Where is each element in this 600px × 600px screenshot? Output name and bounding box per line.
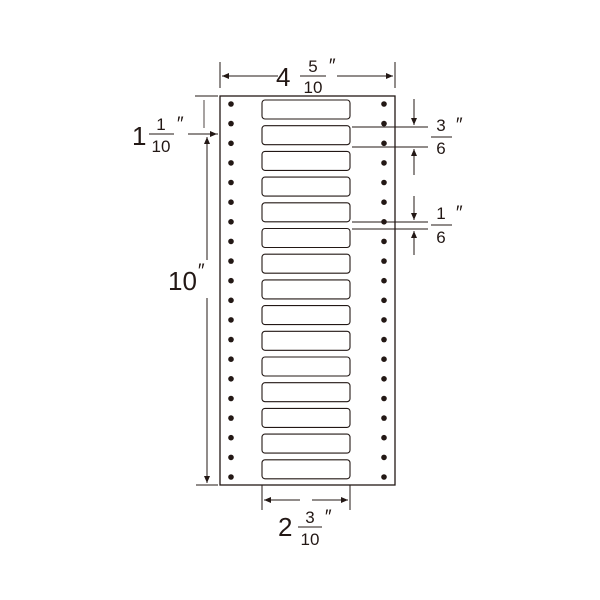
label-width-dimension (261, 485, 351, 510)
label-width-denominator: 10 (301, 530, 320, 549)
total-width-label: 4 5 10 ″ (276, 56, 336, 97)
right-hole-18 (381, 434, 387, 441)
label-14 (261, 433, 351, 454)
label-8 (261, 279, 351, 300)
total-width-numerator: 5 (308, 57, 317, 76)
right-hole-8 (381, 238, 387, 245)
left-hole-16 (228, 395, 234, 402)
total-width-dimension (219, 62, 396, 88)
right-hole-6 (381, 199, 387, 205)
left-hole-18 (228, 434, 234, 441)
right-hole-16 (381, 395, 387, 402)
left-hole-7 (228, 219, 234, 225)
left-hole-10 (228, 277, 234, 284)
label-gap-numerator: 1 (436, 204, 445, 223)
total-width-denominator: 10 (304, 78, 323, 97)
label-width-label: 2 3 10 ″ (278, 507, 332, 549)
left-hole-13 (228, 336, 234, 343)
label-11 (261, 356, 351, 377)
label-10 (261, 330, 351, 351)
left-hole-20 (228, 474, 234, 480)
label-gap-dimension (352, 196, 428, 255)
label-strip (261, 99, 351, 480)
label-13 (261, 407, 351, 428)
label-width-whole: 2 (278, 512, 292, 542)
label-5 (261, 202, 351, 223)
label-15 (261, 459, 351, 480)
right-hole-12 (381, 317, 387, 323)
label-width-inch-mark: ″ (324, 507, 332, 528)
label-pitch-numerator: 3 (436, 116, 445, 135)
label-3 (261, 150, 351, 171)
label-width-numerator: 3 (305, 508, 314, 527)
label-pitch-denominator: 6 (436, 139, 445, 158)
left-hole-5 (228, 179, 234, 186)
right-hole-5 (381, 179, 387, 186)
left-hole-4 (228, 160, 234, 166)
top-margin-inch-mark: ″ (176, 114, 184, 135)
total-width-whole: 4 (276, 62, 290, 92)
top-margin-dimension (188, 95, 218, 137)
sheet-outline (219, 95, 396, 486)
label-12 (261, 382, 351, 403)
total-height-inch-mark: ″ (197, 261, 205, 282)
right-hole-10 (381, 277, 387, 284)
total-height-whole: 10 (168, 266, 197, 296)
right-hole-14 (381, 356, 387, 363)
left-hole-6 (228, 199, 234, 205)
label-gap-label: 1 6 ″ (431, 203, 463, 247)
left-hole-15 (228, 376, 234, 382)
right-hole-4 (381, 160, 387, 166)
total-height-label: 10 ″ (168, 261, 205, 296)
label-pitch-dimension (352, 99, 428, 175)
top-margin-numerator: 1 (156, 115, 165, 134)
right-hole-19 (381, 454, 387, 461)
left-hole-8 (228, 238, 234, 245)
right-hole-1 (381, 101, 387, 107)
top-margin-label: 1 1 10 ″ (132, 114, 184, 156)
label-gap-denominator: 6 (436, 228, 445, 247)
left-hole-3 (228, 140, 234, 147)
left-tractor-holes (228, 101, 234, 480)
right-hole-11 (381, 297, 387, 304)
top-margin-whole: 1 (132, 121, 146, 151)
total-height-dimension (196, 137, 218, 486)
label-6 (261, 227, 351, 249)
right-hole-3 (381, 140, 387, 147)
right-hole-2 (381, 120, 387, 127)
left-hole-2 (228, 120, 234, 127)
left-hole-14 (228, 356, 234, 363)
right-hole-20 (381, 474, 387, 480)
label-1 (261, 99, 351, 120)
label-4 (261, 176, 351, 197)
label-2 (261, 125, 351, 146)
left-hole-17 (228, 415, 234, 421)
left-hole-9 (228, 258, 234, 264)
right-hole-13 (381, 336, 387, 343)
right-hole-15 (381, 376, 387, 382)
right-tractor-holes (381, 101, 387, 480)
left-hole-19 (228, 454, 234, 461)
right-hole-17 (381, 415, 387, 421)
left-hole-12 (228, 317, 234, 323)
top-margin-denominator: 10 (152, 137, 171, 156)
label-pitch-inch-mark: ″ (455, 115, 463, 136)
left-hole-11 (228, 297, 234, 304)
total-width-inch-mark: ″ (328, 56, 336, 77)
left-hole-1 (228, 101, 234, 107)
label-7 (261, 253, 351, 274)
label-9 (261, 305, 351, 326)
label-gap-inch-mark: ″ (455, 203, 463, 224)
right-hole-9 (381, 258, 387, 264)
label-pitch-label: 3 6 ″ (431, 115, 463, 158)
